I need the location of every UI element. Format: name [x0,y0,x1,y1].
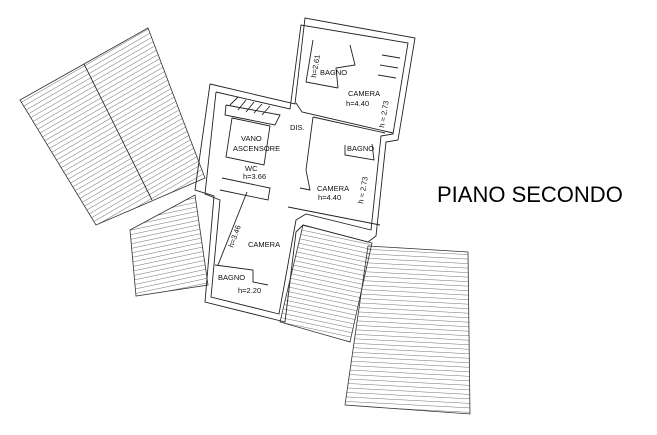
ne-side-height: h = 2.73 [377,100,391,128]
camera-e-height: h=4.40 [318,193,341,202]
bagno-ne-label: BAGNO [320,68,347,77]
roof-large-left [19,27,206,226]
camera-s-label: CAMERA [248,240,280,249]
camera-ne-height: h=4.40 [346,99,369,108]
bagno-e-label: BAGNO [347,144,374,153]
e-side-height: h = 2.73 [356,176,370,204]
wc-height: h=3.66 [243,172,266,181]
camera-s-height: h=3.46 [226,224,242,249]
dis-label: DIS. [290,123,305,132]
roof-large-right [344,245,471,415]
camera-e-label: CAMERA [317,184,349,193]
bagno-s-height: h=2.20 [238,286,261,295]
bagno-s-label: BAGNO [218,273,245,282]
bagno-ne-height: h=2.61 [309,54,322,78]
plan-title: PIANO SECONDO [437,182,623,207]
wc-label: WC [245,164,258,173]
ascensore-label: ASCENSORE [233,144,280,153]
vano-label: VANO [241,134,262,143]
building-walls [194,17,416,323]
camera-ne-label: CAMERA [348,89,380,98]
roof-lower-left [129,194,209,297]
